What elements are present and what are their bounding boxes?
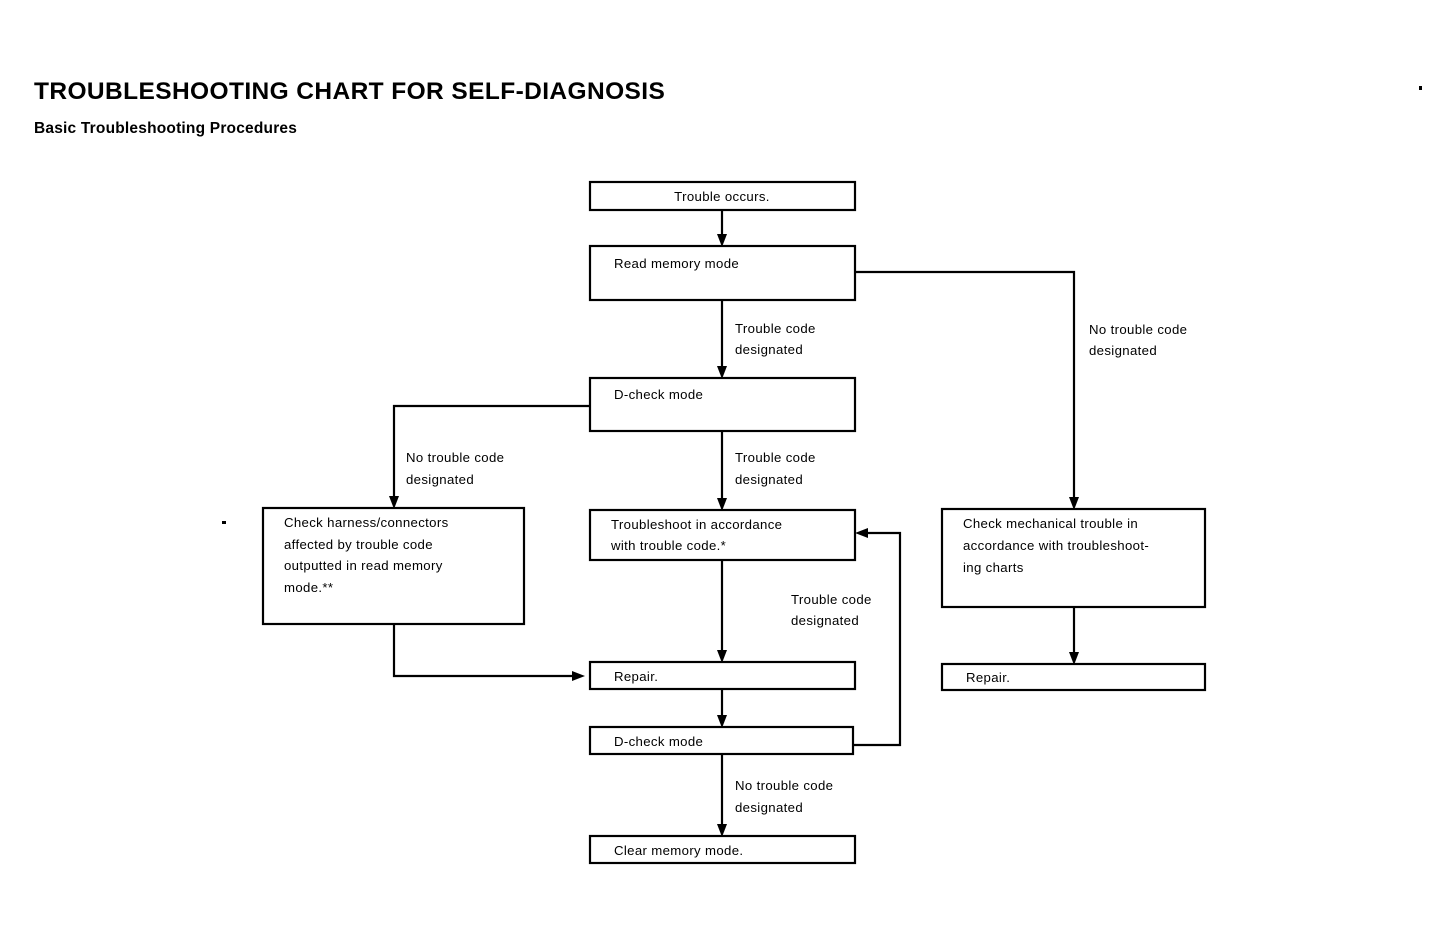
edge-read-to-dcheck — [717, 300, 727, 379]
edge-label-e3-line-2: designated — [1089, 343, 1157, 358]
edge-label-e11-line-2: designated — [735, 800, 803, 815]
node-check-harness-line-1: Check harness/connectors — [284, 515, 449, 530]
node-check-harness-line-4: mode.** — [284, 580, 333, 595]
edge-label-e10-line-2: designated — [791, 613, 859, 628]
page-subtitle: Basic Troubleshooting Procedures — [34, 120, 298, 137]
node-read-memory-mode[interactable]: Read memory mode — [588, 244, 857, 302]
node-check-mechanical[interactable]: Check mechanical trouble in accordance w… — [940, 507, 1207, 609]
edge-label-dcheck-to-harness: No trouble code designated — [406, 450, 504, 487]
edge-trouble-to-read — [717, 210, 727, 247]
edge-label-e2-line-2: designated — [735, 342, 803, 357]
node-repair-center-label: Repair. — [614, 669, 658, 684]
node-clear-memory-mode[interactable]: Clear memory mode. — [588, 834, 857, 865]
edge-label-read-to-dcheck: Trouble code designated — [735, 321, 816, 357]
node-check-mechanical-line-3: ing charts — [963, 560, 1024, 575]
edge-dcheck2-to-clear — [717, 754, 727, 837]
node-troubleshoot[interactable]: Troubleshoot in accordance with trouble … — [588, 508, 857, 562]
edge-label-read-to-mechanical: No trouble code designated — [1089, 322, 1187, 358]
edge-dcheck2-to-troubleshoot-loop — [853, 528, 902, 747]
scan-speck — [222, 521, 226, 524]
edge-label-loop-back: Trouble code designated — [791, 592, 872, 628]
node-d-check-mode-2-label: D-check mode — [614, 734, 703, 749]
edge-label-e11-line-1: No trouble code — [735, 778, 833, 793]
node-trouble-occurs[interactable]: Trouble occurs. — [588, 180, 857, 212]
scan-speck — [1419, 86, 1422, 90]
node-check-harness-line-2: affected by trouble code — [284, 537, 433, 552]
node-read-memory-mode-label: Read memory mode — [614, 256, 739, 271]
node-check-mechanical-line-2: accordance with troubleshoot- — [963, 538, 1149, 553]
edge-label-dcheck-to-troubleshoot: Trouble code designated — [735, 450, 816, 487]
node-d-check-mode-1[interactable]: D-check mode — [588, 376, 857, 433]
page-title: TROUBLESHOOTING CHART FOR SELF-DIAGNOSIS — [34, 78, 666, 105]
edge-label-e4-line-1: No trouble code — [406, 450, 504, 465]
edge-repair-to-dcheck2 — [717, 689, 727, 728]
node-check-harness-line-3: outputted in read memory — [284, 558, 443, 573]
node-clear-memory-mode-label: Clear memory mode. — [614, 843, 743, 858]
node-troubleshoot-line-2: with trouble code.* — [610, 538, 726, 553]
edge-label-dcheck2-to-clear: No trouble code designated — [735, 778, 833, 815]
node-check-mechanical-line-1: Check mechanical trouble in — [963, 516, 1138, 531]
node-troubleshoot-line-1: Troubleshoot in accordance — [611, 517, 782, 532]
edge-dcheck-to-harness — [389, 404, 590, 509]
node-repair-right-label: Repair. — [966, 670, 1010, 685]
edge-label-e10-line-1: Trouble code — [791, 592, 872, 607]
edge-label-e5-line-2: designated — [735, 472, 803, 487]
edge-label-e5-line-1: Trouble code — [735, 450, 816, 465]
node-trouble-occurs-label: Trouble occurs. — [674, 189, 770, 204]
edge-harness-to-repair — [392, 624, 585, 681]
edge-troubleshoot-to-repair — [717, 560, 727, 663]
node-d-check-mode-1-label: D-check mode — [614, 387, 703, 402]
node-repair-right[interactable]: Repair. — [940, 662, 1207, 692]
edge-mechanical-to-repair — [1069, 607, 1079, 665]
edge-label-e4-line-2: designated — [406, 472, 474, 487]
edge-label-e3-line-1: No trouble code — [1089, 322, 1187, 337]
node-check-harness[interactable]: Check harness/connectors affected by tro… — [261, 506, 526, 626]
edge-read-to-mechanical — [855, 270, 1079, 510]
node-d-check-mode-2[interactable]: D-check mode — [588, 725, 855, 756]
node-repair-center[interactable]: Repair. — [588, 660, 857, 691]
edge-dcheck-to-troubleshoot — [717, 431, 727, 511]
edge-label-e2-line-1: Trouble code — [735, 321, 816, 336]
